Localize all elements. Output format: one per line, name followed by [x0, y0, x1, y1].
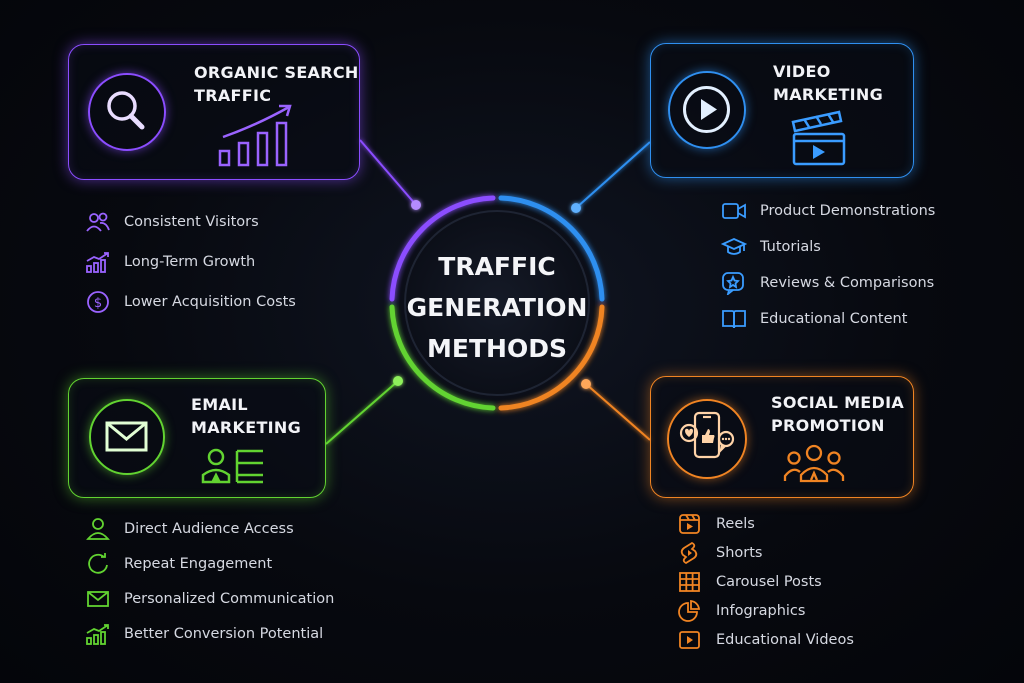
list-item: Reels — [677, 509, 854, 538]
smartphone-social-icon — [667, 399, 747, 479]
list-item-label: Reviews & Comparisons — [760, 275, 935, 291]
email-marketing-title: EMAIL MARKETING — [191, 393, 301, 439]
hub-title-line: GENERATION — [406, 293, 588, 322]
list-item: Better Conversion Potential — [85, 616, 334, 651]
list-item-label: Personalized Communication — [124, 590, 335, 607]
list-item: Tutorials — [721, 229, 935, 265]
reels-icon — [677, 512, 703, 536]
mail-icon — [85, 587, 111, 611]
list-item-label: Better Conversion Potential — [124, 625, 324, 642]
list-item: Personalized Communication — [85, 581, 334, 616]
envelope-icon — [89, 399, 165, 475]
title-line: MARKETING — [191, 418, 302, 437]
trend-chart-icon — [85, 622, 111, 646]
hub-arc-email — [389, 304, 496, 411]
connector-social — [585, 383, 651, 441]
list-item-label: Lower Acquisition Costs — [124, 294, 296, 310]
social-formats-list: Reels Shorts Carousel Posts Infographics — [677, 509, 854, 654]
users-icon — [85, 210, 111, 234]
list-item: Educational Videos — [677, 625, 854, 654]
refresh-icon — [85, 552, 111, 576]
list-item: Product Demonstrations — [721, 193, 935, 229]
play-icon — [668, 71, 746, 149]
list-item-label: Repeat Engagement — [124, 555, 273, 572]
social-media-card: SOCIAL MEDIA PROMOTION — [650, 376, 914, 498]
audience-icon — [783, 443, 845, 483]
hub-title-line: TRAFFIC — [438, 252, 556, 281]
list-item: Infographics — [677, 596, 854, 625]
list-item: Direct Audience Access — [85, 511, 334, 546]
svg-text:$: $ — [94, 296, 102, 311]
pie-chart-icon — [677, 599, 703, 623]
email-marketing-card: EMAIL MARKETING — [68, 378, 326, 498]
title-line: TRAFFIC — [194, 86, 272, 105]
video-marketing-title: VIDEO MARKETING — [773, 60, 883, 106]
dollar-icon: $ — [85, 290, 111, 314]
list-item: Repeat Engagement — [85, 546, 334, 581]
title-line: PROMOTION — [771, 416, 885, 435]
user-icon — [85, 517, 111, 541]
clapperboard-icon — [789, 110, 849, 168]
hub-title-line: METHODS — [427, 334, 567, 363]
title-line: MARKETING — [773, 85, 884, 104]
list-item: Carousel Posts — [677, 567, 854, 596]
social-media-title: SOCIAL MEDIA PROMOTION — [771, 391, 904, 437]
list-item-label: Reels — [716, 515, 755, 532]
star-badge-icon — [721, 271, 747, 295]
magnifier-icon — [88, 73, 166, 151]
organic-search-card: ORGANIC SEARCH TRAFFIC — [68, 44, 360, 180]
list-item-label: Product Demonstrations — [760, 203, 936, 219]
list-item-label: Tutorials — [760, 239, 821, 255]
connector-video — [575, 141, 651, 209]
list-item: Shorts — [677, 538, 854, 567]
list-item: Long-Term Growth — [85, 242, 296, 282]
list-item-label: Long-Term Growth — [124, 254, 256, 270]
list-item: $ Lower Acquisition Costs — [85, 282, 296, 322]
title-line: SOCIAL MEDIA — [771, 393, 905, 412]
growth-bars-icon — [217, 101, 297, 169]
graduation-cap-icon — [721, 235, 747, 259]
node-dot-social — [581, 379, 591, 389]
node-dot-organic — [411, 200, 421, 210]
connector-organic — [359, 139, 417, 206]
video-marketing-card: VIDEO MARKETING — [650, 43, 914, 178]
hub-arc-organic — [389, 195, 496, 302]
title-line: EMAIL — [191, 395, 248, 414]
book-icon — [721, 307, 747, 331]
shorts-icon — [677, 541, 703, 565]
title-line: ORGANIC SEARCH — [194, 63, 359, 82]
node-dot-video — [571, 203, 581, 213]
connector-email — [325, 380, 399, 445]
list-item-label: Educational Videos — [716, 631, 854, 648]
video-camera-icon — [721, 199, 747, 223]
organic-search-title: ORGANIC SEARCH TRAFFIC — [194, 61, 359, 107]
list-item-label: Infographics — [716, 602, 806, 619]
list-item-label: Carousel Posts — [716, 573, 822, 590]
central-hub-ring — [389, 195, 605, 411]
hub-title: TRAFFIC GENERATION METHODS — [403, 246, 591, 369]
list-item: Educational Content — [721, 301, 935, 337]
node-dot-email — [393, 376, 403, 386]
list-item-label: Consistent Visitors — [124, 214, 259, 230]
list-item: Consistent Visitors — [85, 202, 296, 242]
title-line: VIDEO — [773, 62, 831, 81]
list-item-label: Direct Audience Access — [124, 520, 294, 537]
trend-chart-icon — [85, 250, 111, 274]
list-item-label: Shorts — [716, 544, 763, 561]
video-benefits-list: Product Demonstrations Tutorials Reviews… — [721, 193, 935, 337]
carousel-grid-icon — [677, 570, 703, 594]
list-item: Reviews & Comparisons — [721, 265, 935, 301]
organic-benefits-list: Consistent Visitors Long-Term Growth $ L… — [85, 202, 296, 322]
video-icon — [677, 628, 703, 652]
hub-arc-social — [498, 304, 605, 411]
email-benefits-list: Direct Audience Access Repeat Engagement… — [85, 511, 334, 651]
hub-arc-video — [498, 195, 605, 302]
contact-card-icon — [201, 445, 267, 485]
list-item-label: Educational Content — [760, 311, 908, 327]
